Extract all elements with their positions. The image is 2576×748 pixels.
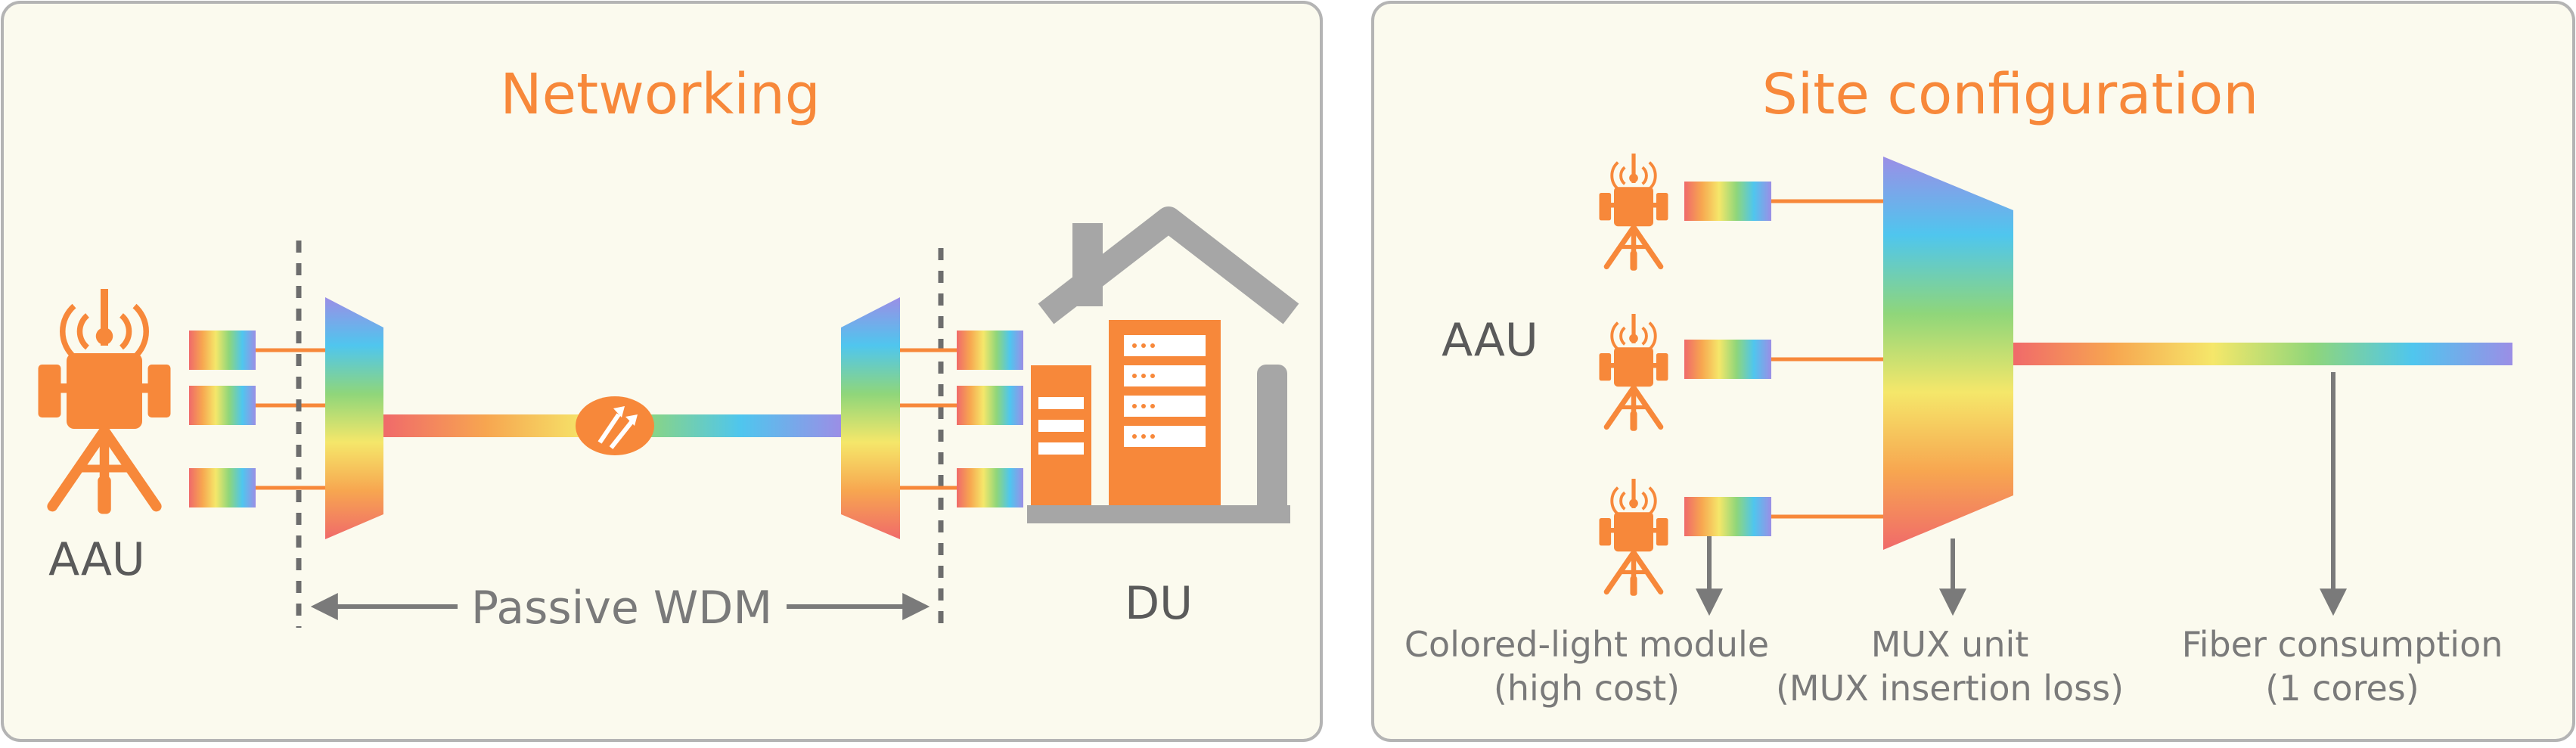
fiber-line-right [641,414,841,437]
site-config-title: Site configuration [1762,62,2258,127]
fiber-callout-line2: (1 cores) [2265,668,2419,709]
site-aau-label: AAU [1442,314,1538,367]
networking-panel [1,1,1323,742]
colored-light-module-icon [189,331,256,507]
networking-title: Networking [500,62,820,127]
wdm-demux-icon [841,297,900,539]
left-connector-lines [256,348,325,490]
networking-aau-label: AAU [48,533,145,586]
optical-amplifier-icon [576,396,654,455]
right-connector-lines [900,348,957,490]
module-callout-line1: Colored-light module [1404,624,1769,665]
du-label: DU [1125,577,1193,630]
single-fiber-line [2013,343,2512,365]
site-connector-lines [1771,199,1883,519]
module-callout-line2: (high cost) [1494,668,1680,709]
mux-callout-line2: (MUX insertion loss) [1776,668,2124,709]
du-cabinet-icon [1031,365,1091,505]
fiber-callout-line1: Fiber consumption [2182,624,2503,665]
fiber-line-left [383,414,589,437]
mux-unit-icon [1883,157,2013,550]
server-rack-icon [1109,320,1221,505]
du-house-icon [1027,206,1299,523]
passive-wdm-label: Passive WDM [471,582,772,635]
wdm-mux-icon [325,297,383,539]
mux-callout-line1: MUX unit [1871,624,2029,665]
right-colored-light-modules [957,331,1023,507]
site-colored-light-modules [1684,182,1771,536]
